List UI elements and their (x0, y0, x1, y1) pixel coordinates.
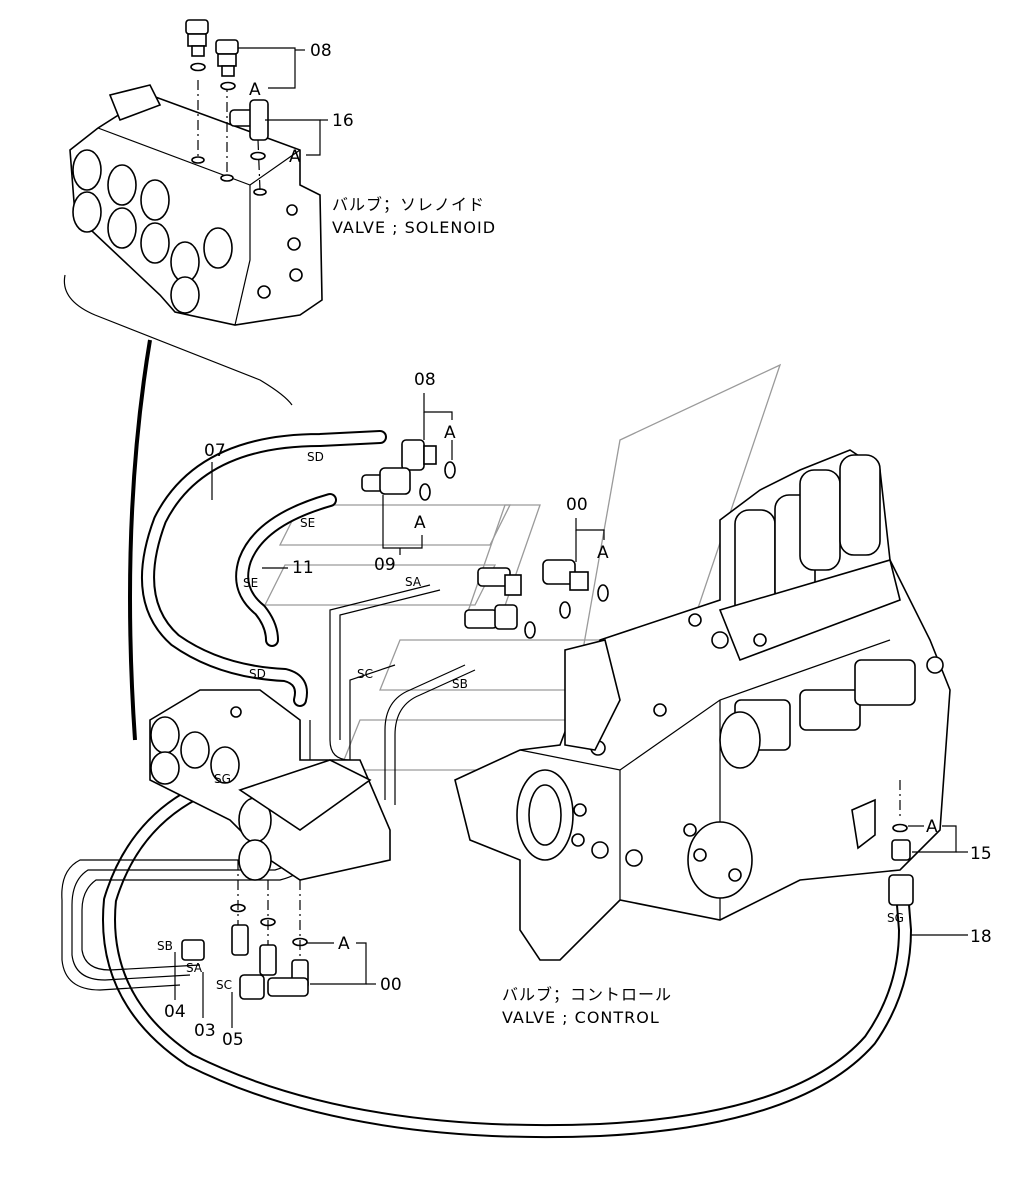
part-label-00: 00 (566, 495, 588, 515)
callout-18: 18 (910, 927, 992, 947)
port-tags: SD SE SE SA SC SB SD SG SG SB SA SC (157, 450, 904, 992)
left-valve-block (149, 689, 391, 881)
fittings-00-bottom (181, 860, 309, 1000)
port-tag-sg: SG (214, 772, 231, 786)
port-tag-sa: SA (186, 961, 203, 975)
part-label-05: 05 (222, 1030, 244, 1050)
fitting-15 (888, 823, 914, 906)
callout-04-03-05: 04 03 05 (164, 952, 244, 1050)
part-label-09: 09 (374, 555, 396, 575)
port-tag-sb: SB (157, 939, 173, 953)
part-label-03: 03 (194, 1021, 216, 1041)
callout-11: 11 (262, 558, 314, 578)
elbow-fitting-09 (361, 467, 431, 501)
control-valve (454, 449, 951, 961)
port-tag-sg: SG (887, 911, 904, 925)
callout-16: 16 A (265, 111, 354, 167)
oring-label-a: A (597, 543, 609, 563)
part-label-08: 08 (310, 41, 332, 61)
oring-label-a: A (289, 147, 301, 167)
elbow-fitting-00-mid (464, 559, 609, 639)
detail-leader-line (128, 339, 152, 741)
port-tag-sd: SD (249, 667, 266, 681)
oring-label-a: A (444, 423, 456, 443)
part-label-11: 11 (292, 558, 314, 578)
callout-00-bottom: A 00 (306, 934, 402, 995)
part-label-15: 15 (970, 844, 992, 864)
port-tag-sa: SA (405, 575, 422, 589)
port-tag-sd: SD (307, 450, 324, 464)
hose-18 (102, 768, 912, 1139)
oring-label-a: A (249, 80, 261, 100)
part-label-16: 16 (332, 111, 354, 131)
callout-08-top: 08 A (238, 41, 332, 100)
callout-15: A 15 (908, 817, 992, 864)
elbow-fitting-16 (229, 99, 269, 161)
port-tag-sc: SC (357, 667, 373, 681)
callout-07: 07 (204, 441, 226, 500)
part-label-04: 04 (164, 1002, 186, 1022)
hose-11 (235, 493, 337, 647)
fitting-08-top (185, 19, 209, 72)
control-caption-jp: バルブ；コントロール (502, 985, 672, 1004)
part-label-00: 00 (380, 975, 402, 995)
part-label-08: 08 (414, 370, 436, 390)
solenoid-caption-en: VALVE ; SOLENOID (332, 218, 496, 237)
solenoid-valve (69, 80, 323, 326)
oring-label-a: A (338, 934, 350, 954)
fitting-08-upper (215, 39, 239, 91)
hose-07 (141, 430, 387, 707)
port-tag-se: SE (300, 516, 315, 530)
callout-09: 09 A (374, 495, 426, 575)
port-tag-sc: SC (216, 978, 232, 992)
oring-label-a: A (926, 817, 938, 837)
control-caption-en: VALVE ; CONTROL (502, 1008, 660, 1027)
port-tag-se: SE (243, 576, 258, 590)
fitting-08-mid (401, 439, 456, 479)
part-label-18: 18 (970, 927, 992, 947)
solenoid-caption-jp: バルブ；ソレノイド (332, 195, 485, 214)
callout-00-mid: 00 A (566, 495, 609, 563)
oring-label-a: A (414, 513, 426, 533)
detail-boundary-line (63, 274, 293, 406)
callout-08-mid: 08 A (414, 370, 456, 460)
port-tag-sb: SB (452, 677, 468, 691)
part-label-07: 07 (204, 441, 226, 461)
